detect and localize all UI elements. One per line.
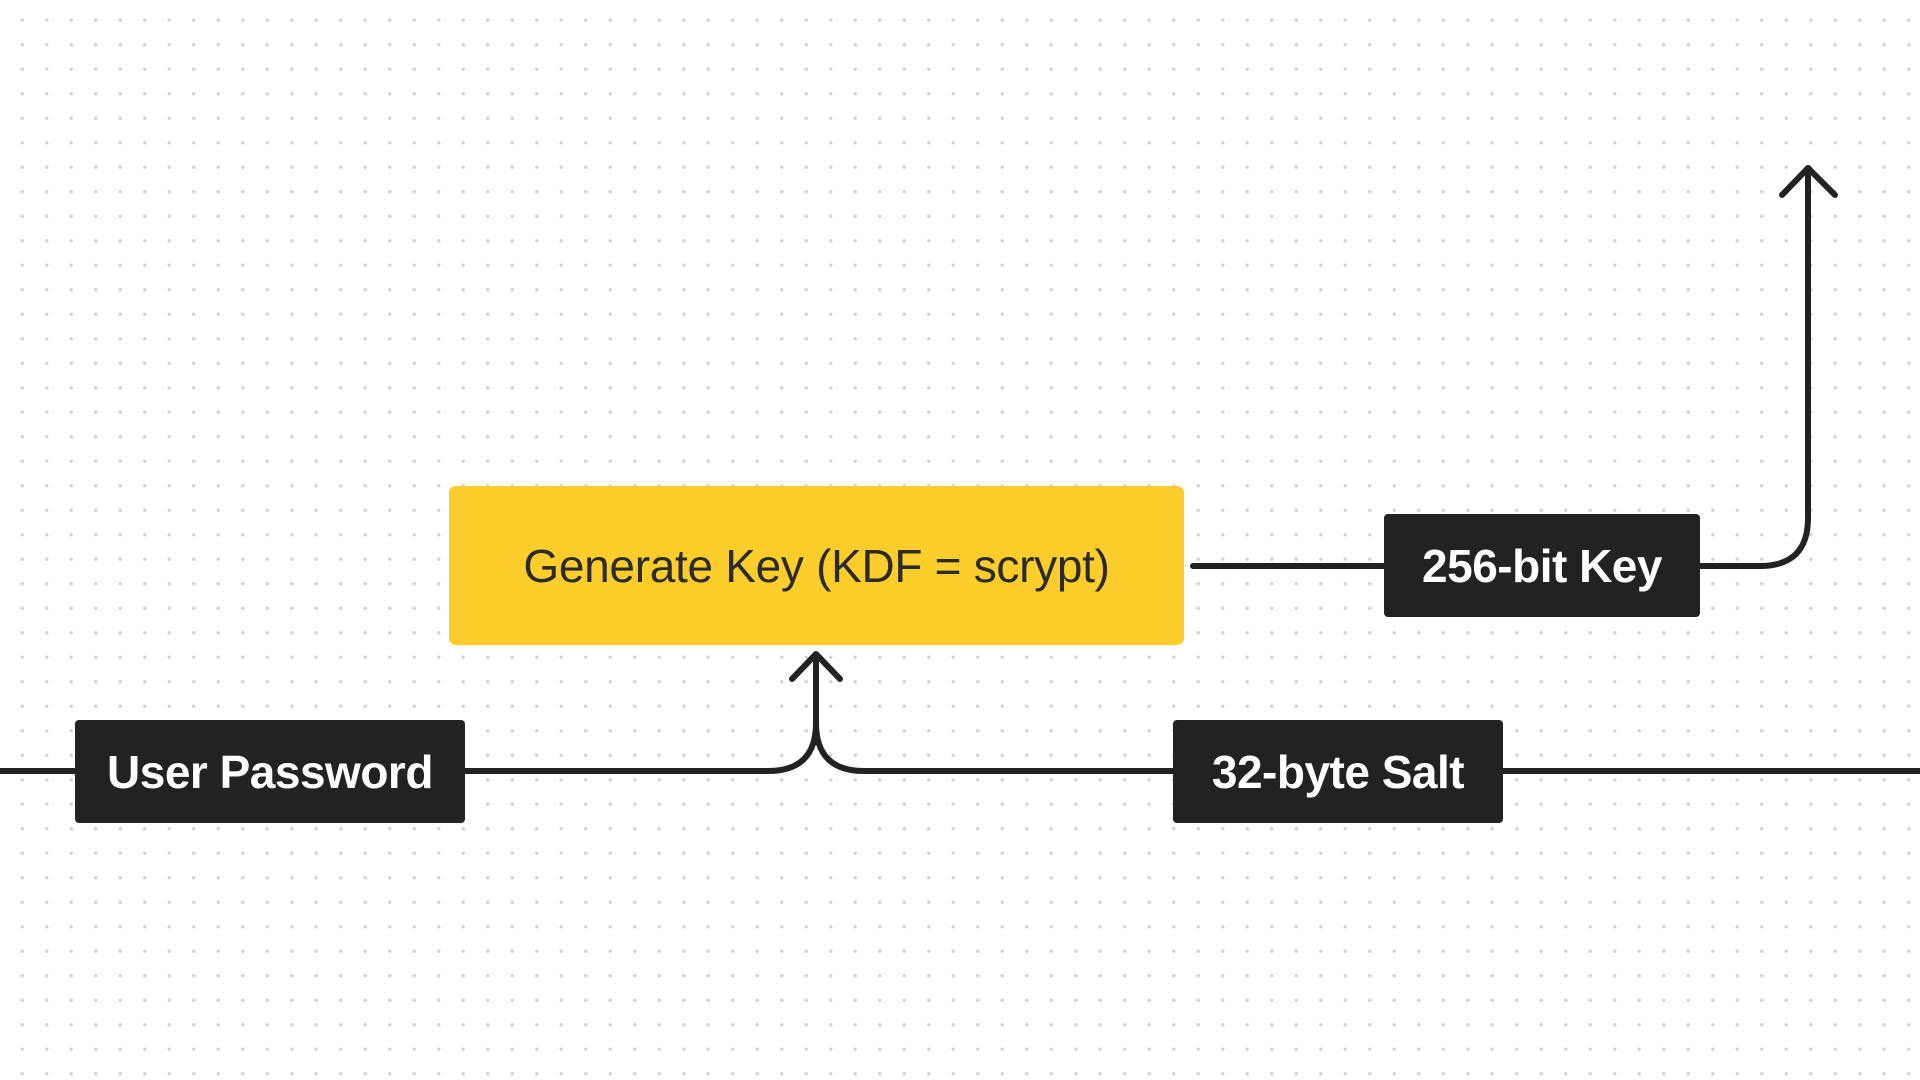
- process-label: Generate Key (KDF = scrypt): [523, 539, 1110, 592]
- salt-tag[interactable]: 32-byte Salt: [1173, 720, 1503, 823]
- generate-key-process[interactable]: Generate Key (KDF = scrypt): [449, 486, 1184, 645]
- output-arrowhead-icon: [1779, 165, 1838, 198]
- key-output-connector[interactable]: [1190, 165, 1811, 569]
- key-tag[interactable]: 256-bit Key: [1384, 514, 1700, 617]
- salt-connector[interactable]: [813, 720, 1920, 774]
- user-password-tag[interactable]: User Password: [75, 720, 465, 823]
- input-arrowhead-icon: [789, 651, 843, 682]
